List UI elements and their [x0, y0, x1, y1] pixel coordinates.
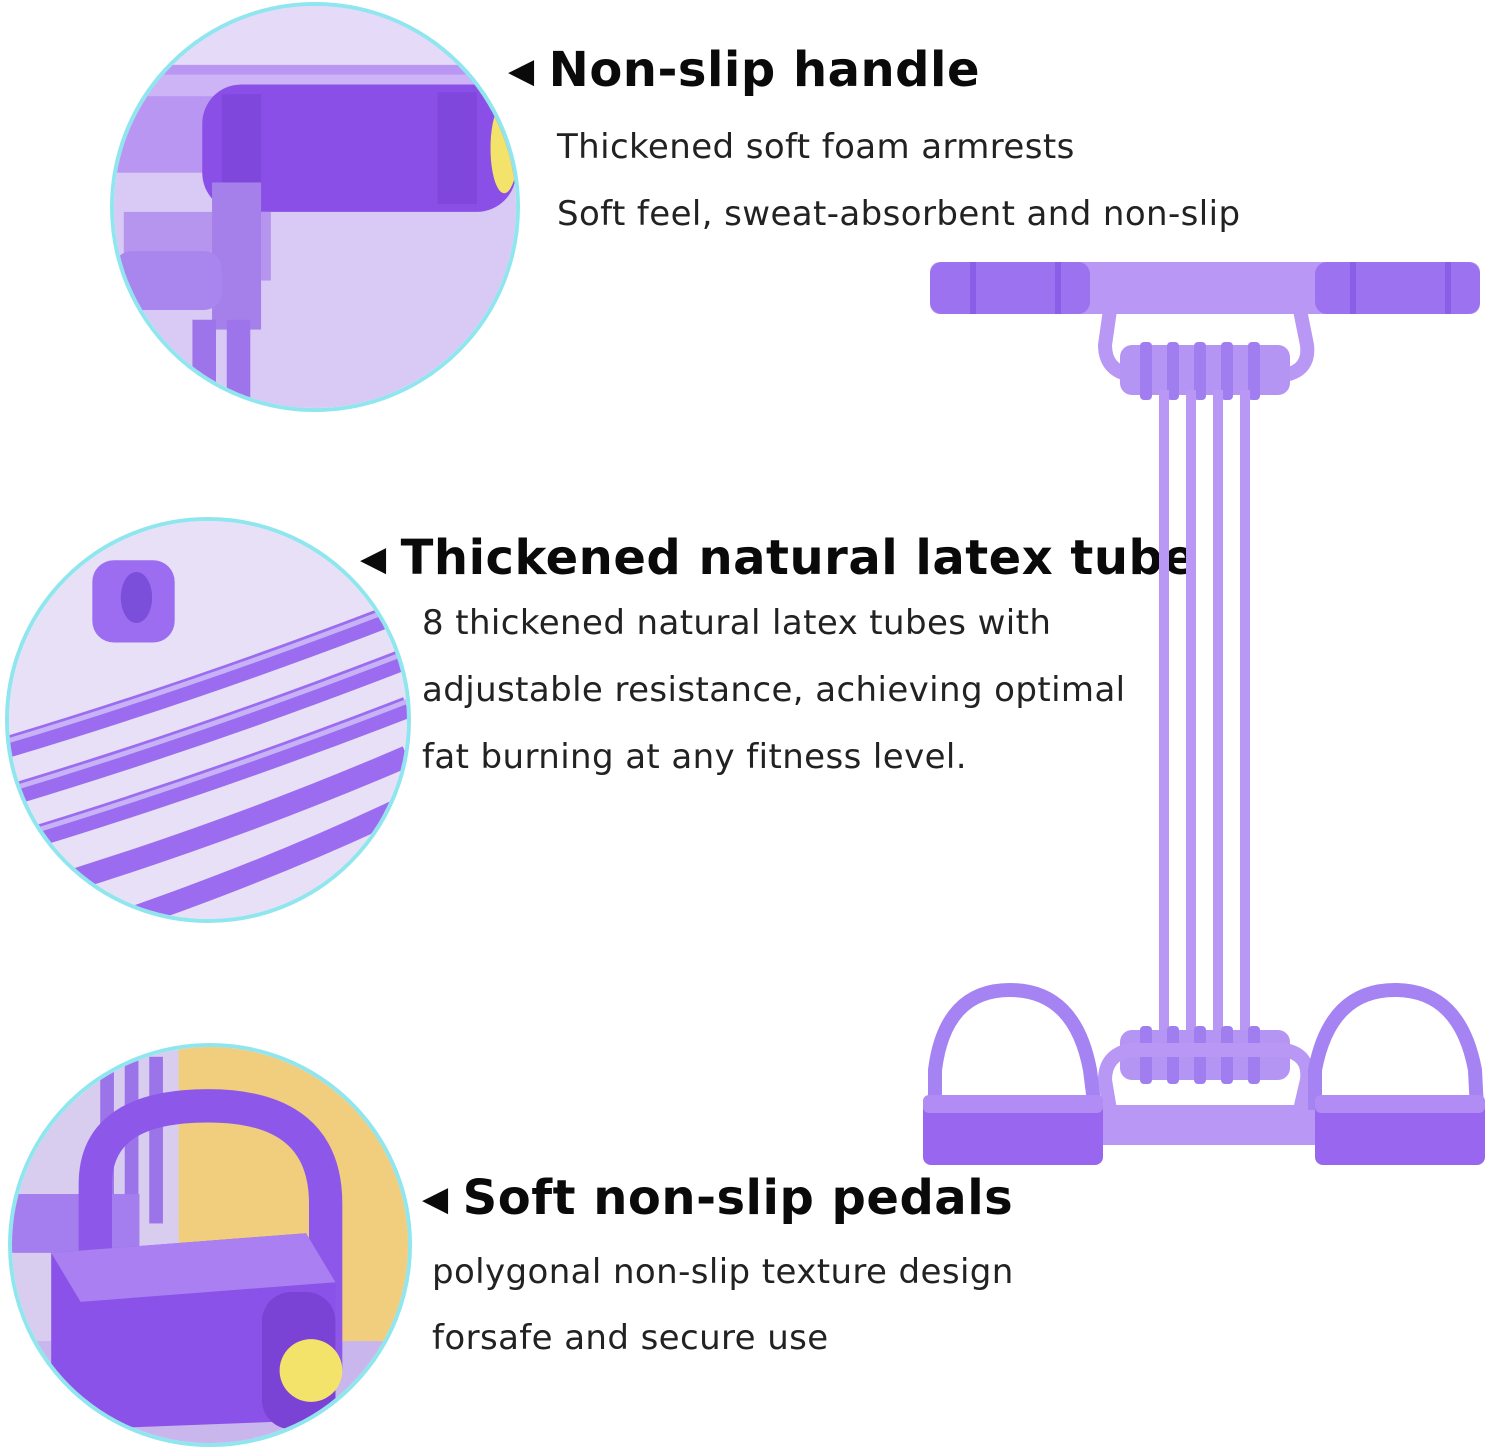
feature-heading-text: Thickened natural latex tube [400, 530, 1197, 586]
left-triangle-icon: ◀ [422, 1179, 449, 1219]
left-triangle-icon: ◀ [360, 539, 387, 579]
handle-detail-image [110, 2, 520, 412]
feature-line: adjustable resistance, achieving optimal [422, 670, 1126, 710]
left-triangle-icon: ◀ [508, 51, 535, 91]
pedal-resistance-band-product-image [915, 250, 1495, 1180]
feature-line: Soft feel, sweat-absorbent and non-slip [557, 194, 1241, 234]
feature-heading-text: Soft non-slip pedals [462, 1170, 1014, 1226]
feature-heading-handle: ◀ Non-slip handle [508, 42, 980, 98]
pedal-detail-image [8, 1043, 412, 1447]
feature-line: fat burning at any fitness level. [422, 737, 967, 777]
pedal-closeup-illustration [12, 1047, 408, 1443]
feature-line: polygonal non-slip texture design [432, 1252, 1014, 1292]
feature-line: 8 thickened natural latex tubes with [422, 603, 1052, 643]
latex-tube-closeup-illustration [9, 521, 407, 919]
feature-line: forsafe and secure use [432, 1318, 829, 1358]
product-illustration [923, 262, 1485, 1165]
feature-heading-pedals: ◀ Soft non-slip pedals [422, 1170, 1013, 1226]
feature-line: Thickened soft foam armrests [557, 127, 1075, 167]
feature-heading-text: Non-slip handle [548, 42, 981, 98]
latex-tube-detail-image [5, 517, 411, 923]
feature-heading-latex-tube: ◀ Thickened natural latex tube [360, 530, 1196, 586]
handle-closeup-illustration [114, 6, 516, 408]
